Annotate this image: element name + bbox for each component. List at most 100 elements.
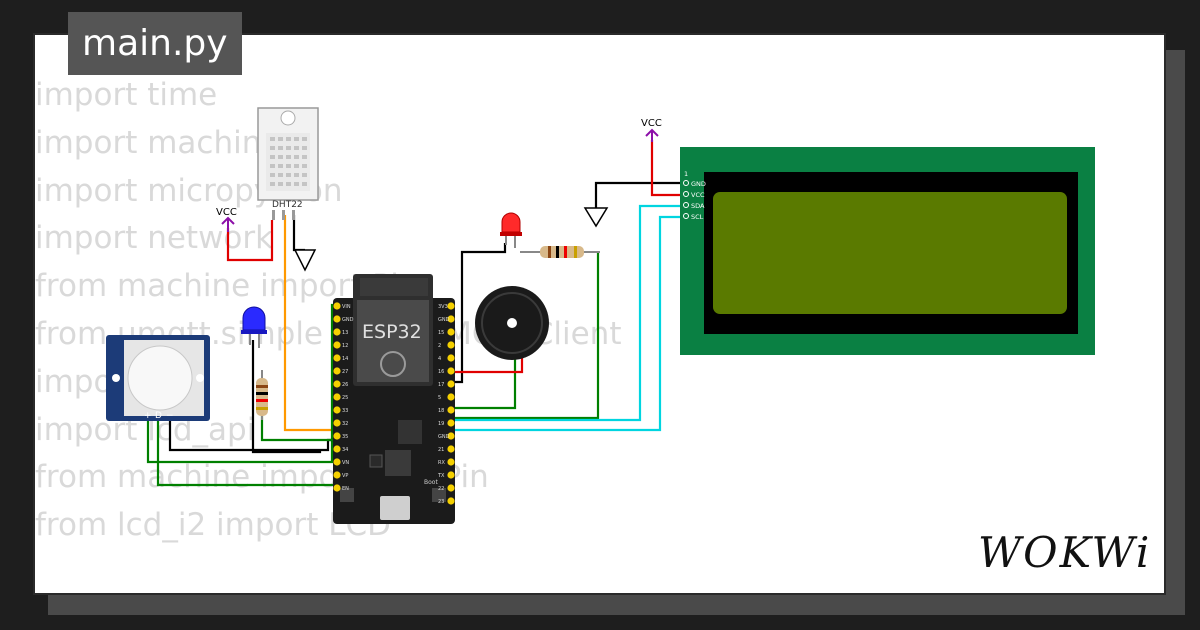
- wire-lcd-sda-cyan: [452, 204, 686, 422]
- wire-lcd-vcc-red: [650, 140, 686, 197]
- dht22-grille-slot: [278, 164, 283, 168]
- esp32-right-pin[interactable]: [447, 471, 455, 479]
- dht22-grille: [266, 133, 310, 191]
- lcd-pin-header: 1 GND VCC SDA SCL: [684, 170, 706, 221]
- en-button[interactable]: [340, 488, 354, 502]
- esp32-left-pin-label: 27: [342, 369, 348, 375]
- esp32-right-pin-label: 22: [438, 486, 444, 492]
- wire-lcd-scl-cyan: [452, 215, 686, 432]
- esp32-left-pin[interactable]: [333, 380, 341, 388]
- dht22-grille-slot: [286, 182, 291, 186]
- esp32-right-pin[interactable]: [447, 380, 455, 388]
- esp32-left-pin-label: VIN: [342, 304, 351, 310]
- gnd-symbol-dht: [293, 249, 317, 272]
- lcd-pin-sda: SDA: [691, 202, 705, 210]
- esp32-right-pin-label: GND: [438, 317, 450, 323]
- vcc-symbol-left: VCC: [216, 207, 237, 232]
- red-led[interactable]: [500, 212, 522, 248]
- esp32-left-pin-label: 33: [342, 408, 348, 414]
- esp32-left-pin[interactable]: [333, 302, 341, 310]
- dht22-grille-slot: [294, 164, 299, 168]
- esp32-right-pin[interactable]: [447, 497, 455, 505]
- code-line: import network: [35, 220, 274, 257]
- esp32-right-pin[interactable]: [447, 484, 455, 492]
- esp32-left-pin[interactable]: [333, 393, 341, 401]
- esp32-board[interactable]: ESP32 Boot VINGND13121427262533323534VNV…: [333, 274, 455, 524]
- esp32-left-pin[interactable]: [333, 367, 341, 375]
- esp32-right-pin[interactable]: [447, 367, 455, 375]
- esp32-left-pin-label: GND: [342, 317, 354, 323]
- vcc-label-left: VCC: [216, 207, 237, 218]
- esp32-right-pin[interactable]: [447, 328, 455, 336]
- dht22-sensor[interactable]: DHT22: [257, 107, 319, 220]
- dht22-grille-slot: [294, 137, 299, 141]
- dht22-grille-slot: [302, 137, 307, 141]
- dht22-grille-slot: [270, 164, 275, 168]
- esp32-left-pin[interactable]: [333, 328, 341, 336]
- esp32-left-pin[interactable]: [333, 432, 341, 440]
- esp32-right-pin-label: 3V3: [438, 304, 448, 310]
- gnd-symbol-lcd: [583, 207, 609, 228]
- esp32-left-pin-label: VN: [342, 460, 349, 466]
- esp32-right-pin[interactable]: [447, 341, 455, 349]
- dht22-grille-slot: [302, 164, 307, 168]
- esp32-boot-label: Boot: [424, 479, 438, 486]
- esp32-left-pin[interactable]: [333, 419, 341, 427]
- dht22-grille-slot: [286, 155, 291, 159]
- vcc-label-right: VCC: [641, 118, 662, 129]
- esp32-left-pin[interactable]: [333, 484, 341, 492]
- wire-dht-gnd-black: [292, 215, 305, 252]
- esp32-left-pin[interactable]: [333, 458, 341, 466]
- esp32-right-pin-label: GND: [438, 434, 450, 440]
- resistor-blue-led[interactable]: [256, 370, 268, 420]
- esp32-left-pin[interactable]: [333, 354, 341, 362]
- dht22-grille-slot: [302, 146, 307, 150]
- esp32-right-pin[interactable]: [447, 432, 455, 440]
- dht22-grille-slot: [278, 173, 283, 177]
- resistor-red-led[interactable]: [520, 246, 600, 258]
- wire-dht-data-orange: [283, 215, 345, 432]
- esp32-left-pin[interactable]: [333, 445, 341, 453]
- esp32-right-pin[interactable]: [447, 445, 455, 453]
- usb-port: [380, 496, 410, 520]
- esp32-left-pin-label: 25: [342, 395, 348, 401]
- esp32-left-pin[interactable]: [333, 406, 341, 414]
- esp32-right-pin[interactable]: [447, 393, 455, 401]
- lcd-pin-vcc: VCC: [691, 191, 705, 199]
- lcd-pin-index: 1: [684, 170, 688, 178]
- esp32-right-pin-label: 18: [438, 408, 444, 414]
- esp32-right-pin-label: 16: [438, 369, 444, 375]
- pir-pin-labels: + D −: [144, 411, 174, 421]
- esp32-left-pin[interactable]: [333, 341, 341, 349]
- esp32-right-pin[interactable]: [447, 406, 455, 414]
- esp32-left-pin[interactable]: [333, 471, 341, 479]
- esp32-right-pin[interactable]: [447, 315, 455, 323]
- dht22-grille-slot: [270, 137, 275, 141]
- espressif-logo-icon: [380, 351, 406, 377]
- buzzer[interactable]: [475, 286, 549, 360]
- esp32-antenna: [360, 278, 428, 296]
- esp32-left-pin-label: 34: [342, 447, 348, 453]
- esp32-left-pin[interactable]: [333, 315, 341, 323]
- wire-pir-gnd-black: [168, 420, 345, 452]
- esp32-right-pin[interactable]: [447, 302, 455, 310]
- lcd-display[interactable]: 1 GND VCC SDA SCL: [680, 147, 1095, 355]
- dht22-grille-slot: [270, 173, 275, 177]
- pir-motion-sensor[interactable]: + D −: [106, 335, 210, 421]
- code-line: import time: [35, 77, 218, 113]
- dht22-grille-slot: [270, 146, 275, 150]
- filename-tab[interactable]: main.py: [68, 12, 242, 75]
- lcd-pin-gnd: GND: [691, 180, 706, 188]
- wire-led-blue-resistor-green: [260, 415, 345, 442]
- dht22-grille-slot: [270, 182, 275, 186]
- esp32-right-pin[interactable]: [447, 419, 455, 427]
- dht22-grille-slot: [286, 173, 291, 177]
- esp32-right-pin[interactable]: [447, 458, 455, 466]
- esp32-right-pin[interactable]: [447, 354, 455, 362]
- wire-dht-vcc-red: [226, 220, 274, 262]
- esp32-label: ESP32: [362, 321, 422, 343]
- esp32-left-pin-label: 32: [342, 421, 348, 427]
- blue-led[interactable]: [241, 306, 267, 348]
- boot-button[interactable]: [432, 488, 446, 502]
